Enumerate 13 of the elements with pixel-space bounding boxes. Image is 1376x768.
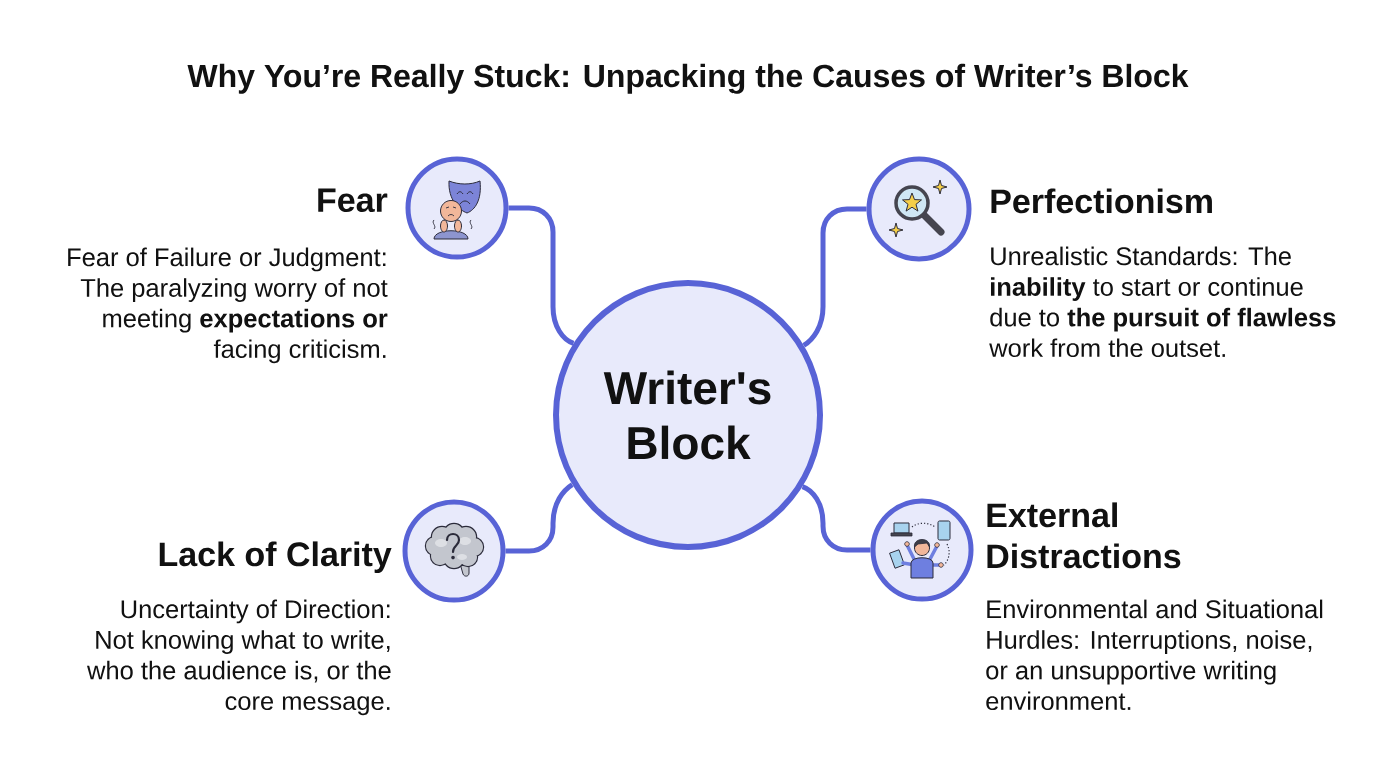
description: Fear of Failure or Judgment: The paralyzing worry of not meeting expectations or facing criticism. xyxy=(68,247,388,364)
heading: Lack of Clarity xyxy=(159,541,392,574)
connector xyxy=(801,484,871,553)
connector xyxy=(508,205,575,346)
connector xyxy=(802,206,867,348)
description: Environmental and Situational Hurdles: Interruptions, noise, or an unsupportive writing environment. xyxy=(986,599,1323,711)
description: Uncertainty of Direction: Not knowing what to write, who the audience is, or the core message. xyxy=(87,599,391,716)
heading: External Distractions xyxy=(987,502,1181,569)
heading: Perfectionism xyxy=(991,188,1212,214)
heading: Fear xyxy=(318,188,388,213)
connector xyxy=(505,482,574,554)
title: Why You’re Really Stuck: Unpacking the Causes of Writer’s Block xyxy=(187,63,1189,94)
description: Unrealistic Standards: The inability to start or continue due to the pursuit of flawless work from the outset. xyxy=(989,246,1336,358)
